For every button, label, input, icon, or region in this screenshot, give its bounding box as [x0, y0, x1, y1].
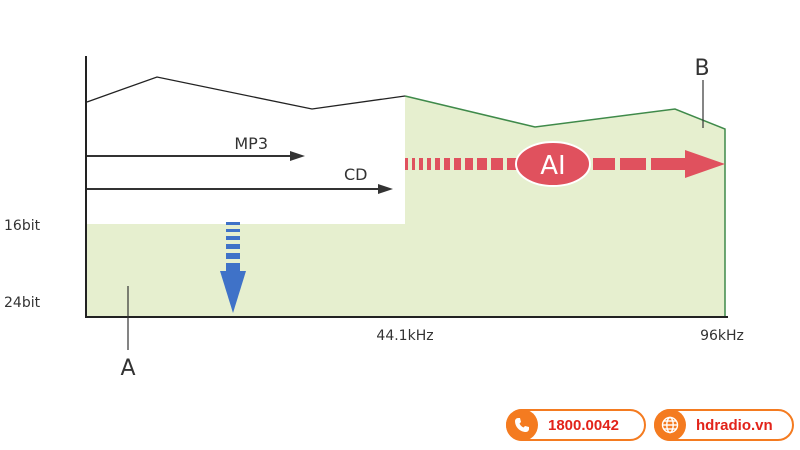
mp3-arrowhead	[290, 151, 305, 161]
ai-upscale-arrow	[405, 150, 725, 178]
ai-badge	[515, 141, 591, 187]
y-label-24bit: 24bit	[4, 295, 41, 311]
mp3-label: MP3	[234, 134, 268, 153]
x-label-44khz: 44.1kHz	[376, 328, 433, 344]
website-address: hdradio.vn	[696, 416, 773, 434]
cd-label: CD	[344, 165, 368, 184]
hi-res-area	[87, 96, 725, 316]
hi-res-outline	[404, 95, 726, 316]
globe-icon	[654, 409, 686, 441]
phone-number: 1800.0042	[548, 416, 619, 434]
website-contact-link[interactable]: hdradio.vn	[654, 409, 794, 441]
phone-contact-button[interactable]: 1800.0042	[506, 409, 646, 441]
phone-icon	[506, 409, 538, 441]
x-label-96khz: 96kHz	[700, 328, 744, 344]
region-b-label: B	[694, 56, 709, 81]
bit-depth-arrow	[220, 222, 246, 313]
cd-arrowhead	[378, 184, 393, 194]
region-a-label: A	[120, 356, 135, 381]
ai-label: AI	[540, 151, 565, 181]
y-label-16bit: 16bit	[4, 218, 41, 234]
signal-envelope	[86, 76, 406, 110]
